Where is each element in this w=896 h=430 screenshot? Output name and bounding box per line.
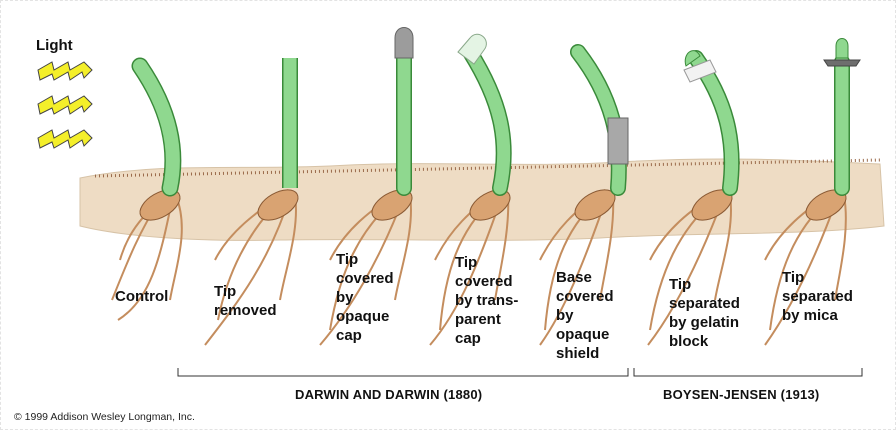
mica-tip (836, 39, 848, 59)
boysen-jensen-bracket (634, 368, 862, 376)
group-label-boysen-jensen: BOYSEN-JENSEN (1913) (663, 387, 819, 402)
group-label-darwin: DARWIN AND DARWIN (1880) (295, 387, 482, 402)
label-tip-opaque-cap: Tip covered by opaque cap (336, 250, 394, 345)
label-tip-mica: Tip separated by mica (782, 268, 853, 325)
light-ray-icon (38, 62, 92, 80)
label-tip-transparent-cap: Tip covered by trans- parent cap (455, 253, 518, 348)
label-tip-gelatin-block: Tip separated by gelatin block (669, 275, 740, 351)
light-rays (38, 62, 92, 148)
label-base-opaque-shield: Base covered by opaque shield (556, 268, 614, 363)
light-ray-icon (38, 96, 92, 114)
light-label: Light (36, 37, 73, 54)
mica-plate (824, 60, 860, 66)
copyright-notice: © 1999 Addison Wesley Longman, Inc. (14, 411, 195, 423)
light-ray-icon (38, 130, 92, 148)
label-tip-removed: Tip removed (214, 282, 277, 320)
darwin-bracket (178, 368, 628, 376)
opaque-cap (395, 28, 413, 59)
opaque-shield (608, 118, 628, 164)
label-control: Control (115, 287, 168, 306)
